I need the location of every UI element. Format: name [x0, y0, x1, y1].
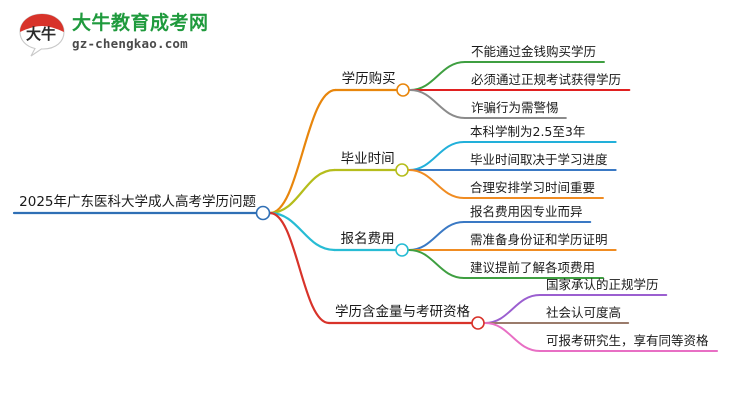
branch-node-label-4[interactable]: 学历含金量与考研资格 — [335, 304, 470, 320]
branch-connector — [408, 249, 465, 279]
branch-node-dot-1[interactable] — [396, 83, 410, 97]
logo-subtitle: gz-chengkao.com — [72, 36, 188, 51]
branch-node-label-3[interactable]: 报名费用 — [340, 231, 395, 247]
branch-connector — [484, 322, 541, 352]
branch-connector — [268, 88, 337, 215]
branch-connector — [268, 211, 336, 252]
leaf-node-label-1-2[interactable]: 必须通过正规考试获得学历 — [471, 72, 622, 87]
branch-node-dot-4[interactable] — [471, 316, 485, 330]
branch-connector — [484, 294, 541, 324]
branch-connector — [408, 141, 465, 171]
branch-connector — [268, 211, 331, 325]
leaf-node-label-1-1[interactable]: 不能通过金钱购买学历 — [471, 44, 597, 59]
leaf-node-label-2-1[interactable]: 本科学制为2.5至3年 — [470, 124, 586, 139]
branch-node-dot-2[interactable] — [395, 163, 409, 177]
site-logo: 大牛 大牛教育成考网 gz-chengkao.com — [18, 10, 348, 62]
leaf-node-label-3-2[interactable]: 需准备身份证和学历证明 — [470, 232, 608, 247]
branch-connector — [268, 168, 336, 215]
leaf-node-label-2-3[interactable]: 合理安排学习时间重要 — [470, 180, 596, 195]
root-node-dot[interactable] — [255, 205, 271, 221]
branch-node-label-2[interactable]: 毕业时间 — [340, 151, 395, 167]
branch-node-dot-3[interactable] — [395, 243, 409, 257]
leaf-node-label-4-3[interactable]: 可报考研究生，享有同等资格 — [546, 333, 709, 348]
logo-title: 大牛教育成考网 — [72, 12, 209, 34]
branch-connector — [409, 89, 466, 119]
logo-text: 大牛教育成考网 gz-chengkao.com — [72, 10, 209, 52]
branch-connector — [409, 61, 466, 91]
logo-mark-icon: 大牛 — [18, 12, 66, 58]
leaf-node-label-4-1[interactable]: 国家承认的正规学历 — [546, 277, 659, 292]
branch-connector — [408, 221, 465, 251]
leaf-node-label-3-1[interactable]: 报名费用因专业而异 — [470, 204, 583, 219]
leaf-node-label-4-2[interactable]: 社会认可度高 — [546, 305, 622, 320]
root-node-label[interactable]: 2025年广东医科大学成人高考学历问题 — [19, 194, 256, 210]
svg-text:大牛: 大牛 — [26, 25, 56, 43]
branch-node-label-1[interactable]: 学历购买 — [341, 71, 396, 87]
branch-connector — [408, 169, 465, 199]
leaf-node-label-3-3[interactable]: 建议提前了解各项费用 — [470, 260, 596, 275]
leaf-node-label-2-2[interactable]: 毕业时间取决于学习进度 — [470, 152, 608, 167]
leaf-node-label-1-3[interactable]: 诈骗行为需警惕 — [471, 100, 559, 115]
